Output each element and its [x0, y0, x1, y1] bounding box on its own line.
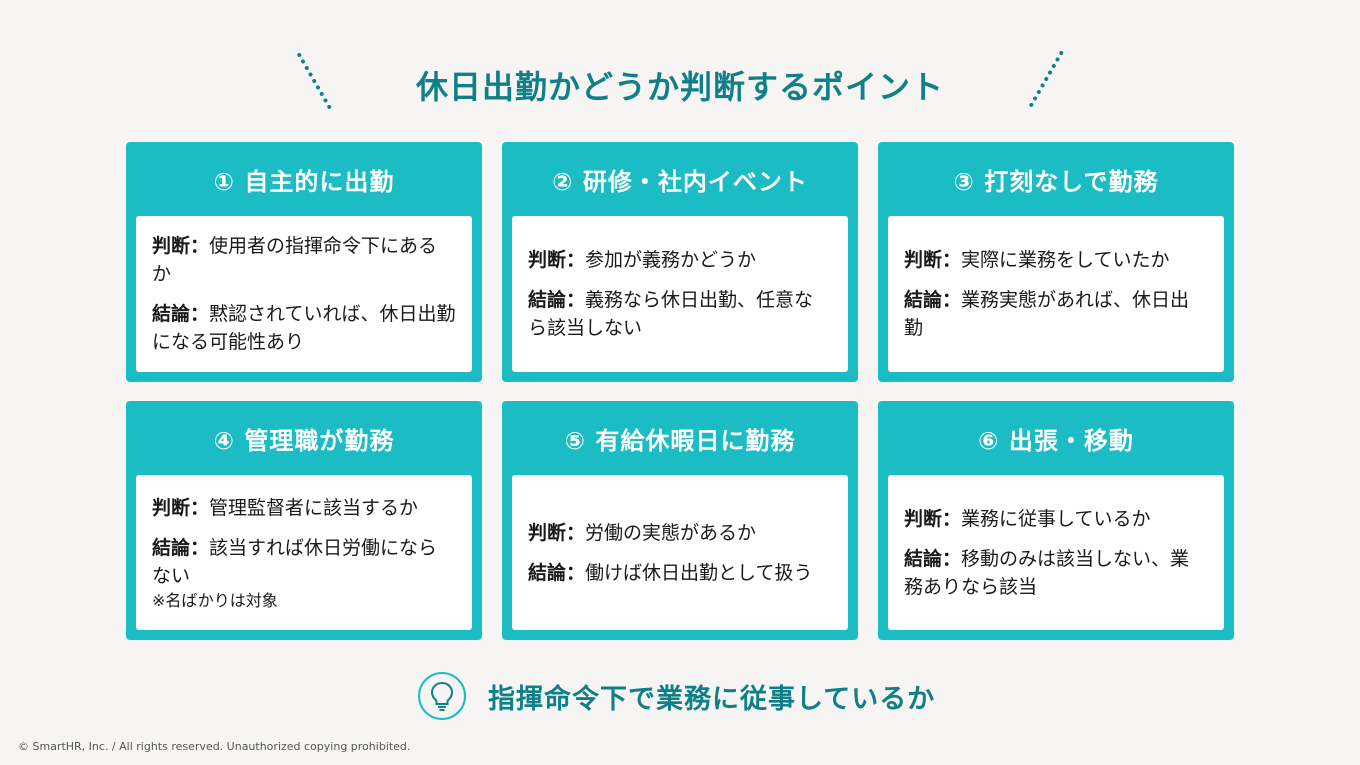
card-body: 判断：使用者の指揮命令下にあるか 結論：黙認されていれば、休日出勤になる可能性あ… [136, 216, 472, 372]
judge-row: 判断：労働の実態があるか [528, 519, 832, 547]
conclusion-text: 該当すれば休日労働にならない [152, 536, 438, 587]
conclusion-text: 働けば休日出勤として扱う [585, 561, 813, 584]
conclusion-label: 結論 [904, 547, 943, 570]
card-title: ④ 管理職が勤務 [213, 426, 395, 455]
conclusion-label: 結論 [152, 536, 191, 559]
label-colon: ： [566, 521, 586, 544]
judge-label: 判断 [152, 496, 191, 519]
card-title: ③ 打刻なしで勤務 [953, 167, 1159, 196]
conclusion-text: 業務実態があれば、休日出勤 [904, 289, 1190, 339]
label-colon: ： [190, 235, 210, 257]
summary-text: 指揮命令下で業務に従事しているか [488, 683, 936, 715]
judge-text: 実際に業務をしていたか [961, 249, 1170, 271]
points-grid: ① 自主的に出勤 判断：使用者の指揮命令下にあるか 結論：黙認されていれば、休日… [126, 142, 1234, 640]
conclusion-label: 結論 [528, 561, 567, 584]
judge-label: 判断 [904, 249, 943, 271]
label-colon: ： [942, 507, 962, 530]
label-colon: ： [190, 303, 210, 325]
lightbulb-icon [418, 672, 466, 720]
judge-row: 判断：管理監督者に該当するか [152, 494, 456, 522]
label-colon: ： [942, 249, 962, 271]
judge-label: 判断 [528, 521, 567, 544]
card-body: 判断：実際に業務をしていたか 結論：業務実態があれば、休日出勤 [888, 216, 1224, 372]
point-card-4: ④ 管理職が勤務 判断：管理監督者に該当するか 結論：該当すれば休日労働にならな… [126, 401, 482, 640]
label-colon: ： [566, 561, 586, 584]
judge-label: 判断 [152, 235, 191, 257]
conclusion-row: 結論：働けば休日出勤として扱う [528, 559, 832, 587]
copyright-notice: © SmartHR, Inc. / All rights reserved. U… [18, 740, 411, 753]
point-card-5: ⑤ 有給休暇日に勤務 判断：労働の実態があるか 結論：働けば休日出勤として扱う [502, 401, 858, 640]
judge-row: 判断：参加が義務かどうか [528, 246, 832, 274]
card-body: 判断：参加が義務かどうか 結論：義務なら休日出勤、任意なら該当しない [512, 216, 848, 372]
conclusion-label: 結論 [152, 303, 191, 325]
conclusion-row: 結論：業務実態があれば、休日出勤 [904, 286, 1208, 342]
card-title: ⑤ 有給休暇日に勤務 [564, 426, 796, 455]
judge-row: 判断：実際に業務をしていたか [904, 246, 1208, 274]
judge-text: 業務に従事しているか [961, 507, 1151, 530]
label-colon: ： [942, 289, 962, 311]
point-card-6: ⑥ 出張・移動 判断：業務に従事しているか 結論：移動のみは該当しない、業務あり… [878, 401, 1234, 640]
card-body: 判断：業務に従事しているか 結論：移動のみは該当しない、業務ありなら該当 [888, 475, 1224, 630]
conclusion-row: 結論：該当すれば休日労働にならない ※名ばかりは対象 [152, 534, 456, 612]
conclusion-label: 結論 [528, 289, 567, 311]
conclusion-row: 結論：義務なら休日出勤、任意なら該当しない [528, 286, 832, 342]
point-card-2: ② 研修・社内イベント 判断：参加が義務かどうか 結論：義務なら休日出勤、任意な… [502, 142, 858, 382]
page-title: 休日出勤かどうか判断するポイント [415, 68, 944, 106]
card-note: ※名ばかりは対象 [152, 590, 278, 610]
card-title: ② 研修・社内イベント [552, 167, 808, 196]
judge-text: 労働の実態があるか [585, 521, 757, 544]
card-title: ① 自主的に出勤 [213, 167, 395, 196]
judge-text: 参加が義務かどうか [585, 249, 757, 271]
conclusion-label: 結論 [904, 289, 943, 311]
label-colon: ： [190, 536, 210, 559]
judge-text: 管理監督者に該当するか [209, 496, 419, 519]
conclusion-text: 黙認されていれば、休日出勤になる可能性あり [152, 303, 456, 353]
label-colon: ： [190, 496, 210, 519]
conclusion-row: 結論：黙認されていれば、休日出勤になる可能性あり [152, 300, 456, 356]
label-colon: ： [566, 249, 586, 271]
conclusion-text: 義務なら休日出勤、任意なら該当しない [528, 289, 814, 339]
conclusion-row: 結論：移動のみは該当しない、業務ありなら該当 [904, 545, 1208, 601]
judge-row: 判断：使用者の指揮命令下にあるか [152, 232, 456, 288]
label-colon: ： [566, 289, 586, 311]
card-body: 判断：労働の実態があるか 結論：働けば休日出勤として扱う [512, 475, 848, 630]
judge-row: 判断：業務に従事しているか [904, 505, 1208, 533]
summary-line: 指揮命令下で業務に従事しているか [418, 670, 935, 722]
label-colon: ： [942, 547, 962, 570]
judge-label: 判断 [904, 507, 943, 530]
judge-label: 判断 [528, 249, 567, 271]
conclusion-text: 移動のみは該当しない、業務ありなら該当 [904, 547, 1190, 598]
point-card-1: ① 自主的に出勤 判断：使用者の指揮命令下にあるか 結論：黙認されていれば、休日… [126, 142, 482, 382]
point-card-3: ③ 打刻なしで勤務 判断：実際に業務をしていたか 結論：業務実態があれば、休日出… [878, 142, 1234, 382]
lightbulb-icon-graphic [430, 681, 454, 711]
judge-text: 使用者の指揮命令下にあるか [152, 235, 438, 285]
card-body: 判断：管理監督者に該当するか 結論：該当すれば休日労働にならない※名ばかりは対象 [136, 475, 472, 630]
card-title: ⑥ 出張・移動 [978, 426, 1134, 455]
